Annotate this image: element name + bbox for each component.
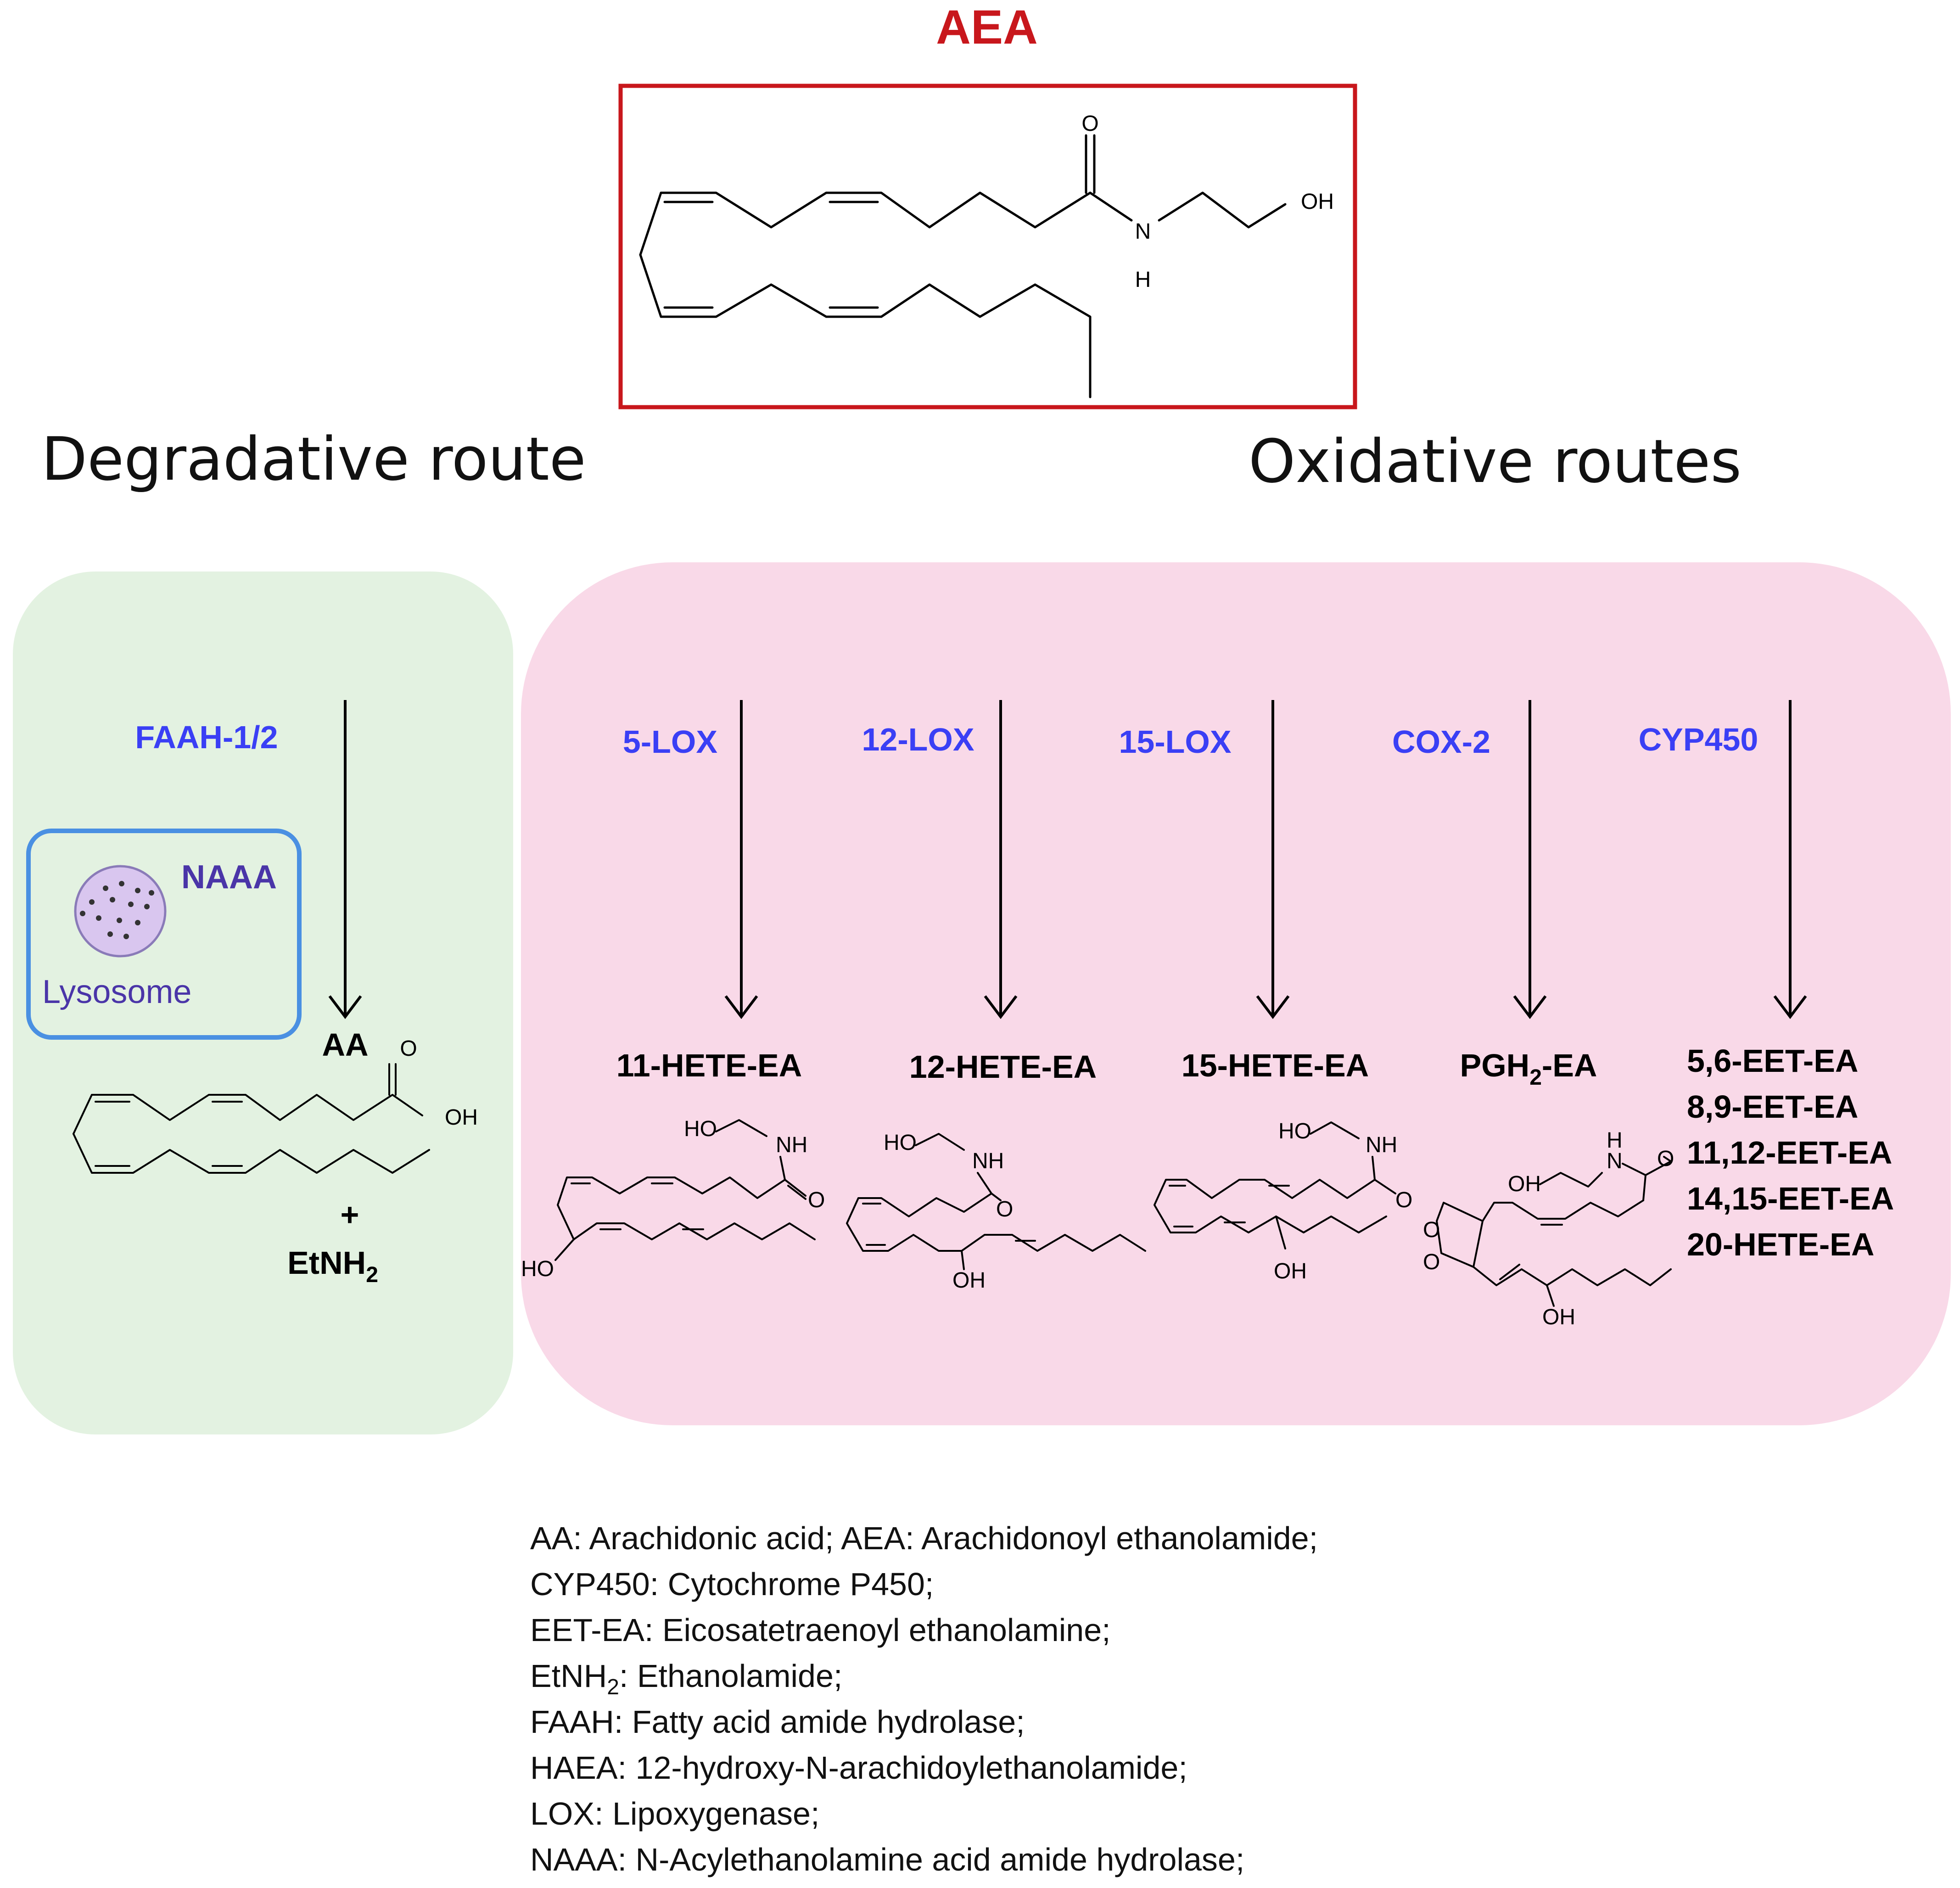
- structure-12-hete-ea: HO NH O OH: [846, 1131, 1146, 1293]
- pgh2-tail: -EA: [1542, 1048, 1597, 1083]
- legend-line-6: HAEA: 12-hydroxy-N-arachidoylethanolamid…: [530, 1750, 1187, 1786]
- diagram-title: AEA: [936, 0, 1038, 54]
- lysosome-box: [26, 829, 302, 1040]
- legend-line-1: AA: Arachidonic acid; AEA: Arachidonoyl …: [530, 1520, 1318, 1556]
- product-pgh2-ea: PGH2-EA: [1460, 1048, 1597, 1090]
- s1-ho-bottom: HO: [521, 1257, 554, 1281]
- product-5-6-eet-ea: 5,6-EET-EA: [1687, 1043, 1858, 1079]
- s1-nh: NH: [776, 1133, 807, 1157]
- enzyme-5-lox: 5-LOX: [623, 724, 717, 760]
- lysosome-granules: [80, 881, 154, 939]
- s4-h: H: [1607, 1128, 1623, 1153]
- product-11-12-eet-ea: 11,12-EET-EA: [1687, 1135, 1892, 1171]
- aea-hydroxyl-label: OH: [1301, 190, 1334, 214]
- s2-ho: HO: [884, 1131, 917, 1155]
- aea-structure: O N H OH: [639, 112, 1334, 398]
- pgh2-subscript: 2: [1529, 1065, 1542, 1090]
- s2-o: O: [996, 1197, 1013, 1221]
- legend-etnh2-sub: 2: [607, 1675, 619, 1699]
- s3-o: O: [1395, 1188, 1412, 1212]
- lysosome-icon: [74, 865, 167, 958]
- s4-o: O: [1657, 1147, 1674, 1171]
- s3-ho: HO: [1278, 1119, 1311, 1143]
- product-14-15-eet-ea: 14,15-EET-EA: [1687, 1181, 1894, 1216]
- s2-oh: OH: [952, 1268, 986, 1293]
- s3-oh: OH: [1274, 1259, 1307, 1283]
- etnh2-base: EtNH: [287, 1245, 366, 1281]
- product-15-hete-ea: 15-HETE-EA: [1182, 1048, 1369, 1083]
- s1-ho-top: HO: [684, 1117, 717, 1141]
- legend-etnh2-rest: : Ethanolamide;: [619, 1658, 842, 1694]
- enzyme-15-lox: 15-LOX: [1119, 724, 1231, 760]
- product-8-9-eet-ea: 8,9-EET-EA: [1687, 1089, 1858, 1125]
- product-12-hete-ea: 12-HETE-EA: [909, 1049, 1097, 1085]
- s4-oh: OH: [1508, 1172, 1541, 1196]
- aea-structure-box: [618, 84, 1357, 409]
- legend-line-5: FAAH: Fatty acid amide hydrolase;: [530, 1704, 1025, 1740]
- s3-nh: NH: [1366, 1133, 1397, 1157]
- product-aa: AA: [322, 1027, 368, 1063]
- s4-o-ring-1: O: [1423, 1218, 1440, 1242]
- etnh2-subscript: 2: [366, 1263, 378, 1287]
- aea-nitrogen-label: N: [1135, 219, 1151, 244]
- s4-o-ring-2: O: [1423, 1250, 1440, 1274]
- lysosome-label: Lysosome: [42, 974, 191, 1010]
- legend-line-8: NAAA: N-Acylethanolamine acid amide hydr…: [530, 1842, 1244, 1877]
- product-etnh2: EtNH2: [287, 1245, 378, 1287]
- oxidative-routes-title: Oxidative routes: [1249, 426, 1742, 496]
- s2-nh: NH: [972, 1149, 1004, 1173]
- aea-oxygen-label: O: [1081, 112, 1098, 136]
- aea-hydrogen-label: H: [1135, 268, 1151, 292]
- s4-n: N: [1607, 1149, 1623, 1173]
- s1-o: O: [808, 1188, 825, 1212]
- aa-oxygen-label: O: [400, 1036, 417, 1061]
- naaa-label: NAAA: [181, 859, 277, 896]
- abbreviation-legend: AA: Arachidonic acid; AEA: Arachidonoyl …: [530, 1520, 1318, 1877]
- legend-line-7: LOX: Lipoxygenase;: [530, 1796, 819, 1832]
- legend-line-3: EET-EA: Eicosatetraenoyl ethanolamine;: [530, 1612, 1111, 1648]
- legend-etnh2-base: EtNH: [530, 1658, 607, 1694]
- enzyme-12-lox: 12-LOX: [862, 722, 974, 757]
- s4-oh-bottom: OH: [1542, 1305, 1575, 1329]
- enzyme-cyp450: CYP450: [1639, 722, 1758, 757]
- degradative-panel: [13, 571, 513, 1434]
- oxidative-arrows: [724, 700, 1807, 1019]
- legend-line-2: CYP450: Cytochrome P450;: [530, 1566, 934, 1602]
- plus-sign: +: [341, 1197, 359, 1233]
- structure-15-hete-ea: HO NH O OH: [1154, 1119, 1412, 1283]
- legend-line-4: EtNH2: Ethanolamide;: [530, 1658, 842, 1699]
- structure-11-hete-ea: HO NH O HO: [521, 1117, 825, 1281]
- degradative-route-title: Degradative route: [41, 424, 586, 494]
- structure-pgh2-ea: H N OH O O O OH: [1423, 1128, 1674, 1329]
- enzyme-cox-2: COX-2: [1392, 724, 1490, 760]
- product-20-hete-ea: 20-HETE-EA: [1687, 1227, 1874, 1262]
- cyp-product-list: 5,6-EET-EA 8,9-EET-EA 11,12-EET-EA 14,15…: [1687, 1043, 1894, 1262]
- pgh2-base: PGH: [1460, 1048, 1530, 1083]
- aa-hydroxyl-label: OH: [445, 1105, 478, 1130]
- aa-structure: O OH: [73, 1036, 478, 1174]
- enzyme-faah: FAAH-1/2: [135, 719, 278, 755]
- oxidative-panel: [521, 562, 1951, 1425]
- faah-arrowhead: [328, 995, 362, 1019]
- product-11-hete-ea: 11-HETE-EA: [616, 1048, 802, 1083]
